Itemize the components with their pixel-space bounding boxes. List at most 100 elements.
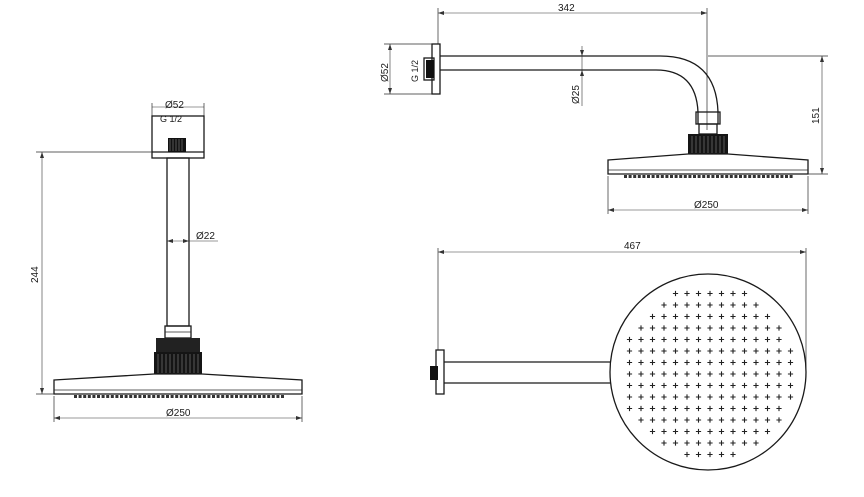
height-dimension: 244 [30,151,152,395]
jet-nozzle [718,405,725,412]
jet-nozzle [748,175,752,178]
jet-nozzle [730,359,736,366]
jet-nozzle [684,348,690,354]
jet-nozzle [707,394,713,400]
jet-nozzle [638,359,644,366]
jet-nozzle [253,395,257,398]
jet-nozzle [221,395,225,398]
jet-nozzle [143,395,146,398]
jet-nozzle [739,175,742,178]
jet-nozzle [138,395,142,398]
jet-nozzle [684,290,690,297]
jet-nozzle [764,359,771,366]
jet-nozzle [789,175,793,178]
jet-nozzle [718,290,725,297]
jet-nozzle [695,440,702,446]
jet-nozzle [764,428,771,435]
jet-nozzle [638,382,644,389]
arm-pipe-diameter-dimension: Ø25 [571,46,584,106]
arm-pipe-diameter-label: Ø25 [571,85,582,104]
jet-nozzle [626,382,633,389]
jet-nozzle [785,175,788,178]
jet-nozzle [730,440,736,446]
jet-nozzle [661,325,667,331]
top-arm-pipe [444,361,614,384]
jet-nozzle [730,348,736,354]
jet-nozzle [684,382,690,389]
jet-nozzle [189,395,192,398]
jet-nozzle [74,395,77,398]
jet-nozzle [166,395,169,398]
jet-nozzle [764,394,771,400]
jet-nozzle [672,382,679,389]
jet-nozzle [271,395,275,398]
jet-nozzle [672,405,679,412]
arm-head-diameter-label: Ø250 [694,200,719,211]
jet-nozzle [695,405,702,412]
jet-nozzle [672,417,679,423]
jet-nozzle [115,395,119,398]
jet-nozzle [661,417,667,423]
jet-nozzle [753,417,759,423]
jet-nozzle [718,382,725,389]
jet-nozzle [649,428,656,435]
jet-nozzle [695,382,702,389]
jet-nozzle [787,394,794,400]
jet-nozzle [101,395,105,398]
jet-nozzle [207,395,211,398]
jet-nozzle [626,336,633,343]
jet-nozzle [661,394,667,400]
overall-length-dimension: 467 [437,241,807,370]
jet-nozzle [707,336,713,343]
jet-nozzle [244,395,248,398]
jet-nozzle [729,175,733,178]
jet-nozzle [638,325,644,331]
jet-nozzle [684,359,690,366]
jet-nozzle [741,336,748,343]
drop-dimension: 151 [708,55,828,175]
jet-nozzle [248,395,252,398]
jet-nozzle [258,395,261,398]
jet-nozzle [776,417,782,423]
arm-head-diameter-dimension: Ø250 [607,176,809,214]
jet-nozzle [734,175,738,178]
jet-nozzle [679,175,683,178]
jet-nozzle [753,371,759,377]
jet-nozzle [730,428,736,435]
jet-nozzle [633,175,637,178]
jet-nozzle [672,394,679,400]
jet-nozzle [672,348,679,354]
jet-nozzle [702,175,706,178]
jet-nozzle [741,428,748,435]
jet-nozzle [276,395,280,398]
jet-nozzle [684,417,690,423]
jet-nozzle [638,405,644,412]
jet-nozzle [649,394,656,400]
jet-nozzle [730,290,736,297]
jet-nozzle [661,313,667,320]
jet-nozzle [752,175,756,178]
jet-nozzle [730,394,736,400]
jet-nozzle [697,175,701,178]
jet-nozzle [175,395,179,398]
jet-nozzle [661,336,667,343]
jet-nozzle [170,395,174,398]
jet-nozzle [718,302,725,308]
jet-nozzle [129,395,133,398]
jet-nozzle [753,394,759,400]
jet-nozzle [626,348,633,354]
jet-nozzle [766,175,770,178]
wall-arm-side-view: 342 G 1/2 Ø52 Ø25 [380,3,828,214]
jet-nozzle [730,371,736,377]
jet-nozzle [674,175,678,178]
jet-nozzle [776,336,782,343]
jet-nozzle [281,395,284,398]
jet-nozzle [757,175,761,178]
jet-nozzle [707,290,713,297]
jet-nozzle [707,417,713,423]
jet-nozzle [626,394,633,400]
jet-nozzle [626,405,633,412]
jet-nozzle [626,359,633,366]
jet-nozzle [718,451,725,458]
